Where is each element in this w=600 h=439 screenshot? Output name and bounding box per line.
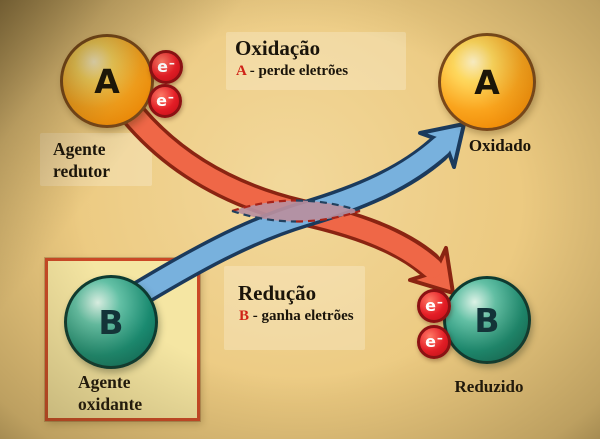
- electron-symbol: e: [157, 57, 168, 76]
- molecule-b-letter: B: [474, 300, 500, 340]
- lens-dash-top-left: [231, 199, 297, 213]
- electron-symbol: e: [425, 296, 436, 315]
- electron-charge: –: [436, 295, 443, 309]
- oxidizing-agent-line2: oxidante: [78, 394, 143, 415]
- reducing-agent-line2: redutor: [53, 161, 111, 182]
- molecule-a-letter: A: [474, 62, 500, 102]
- lens-dash-top-right: [295, 199, 361, 213]
- electron-charge: –: [436, 331, 443, 345]
- reduced-label: Reduzido: [454, 377, 524, 396]
- reduction-title: Redução: [238, 281, 317, 305]
- electron-symbol: e: [156, 91, 167, 110]
- reduction-subtitle: B - ganha eletrões: [239, 308, 354, 325]
- oxidizing-agent-line1: Agente: [78, 372, 131, 392]
- crossing-lens-fill: [232, 200, 360, 222]
- electron-icon: e–: [417, 289, 451, 323]
- molecule-a-reductor: A: [60, 34, 154, 128]
- reducing-agent-label: Agente redutor: [53, 138, 110, 183]
- lens-dash-bottom-left: [231, 209, 297, 223]
- electron-icon: e–: [148, 84, 182, 118]
- electron-icon: e–: [149, 50, 183, 84]
- oxidized-label: Oxidado: [468, 136, 532, 155]
- molecule-b-letter: B: [98, 302, 124, 342]
- electron-icon: e–: [417, 325, 451, 359]
- oxidation-label-background: [226, 32, 406, 90]
- molecule-a-letter: A: [94, 61, 120, 101]
- reduction-subtitle-text: - ganha eletrões: [249, 308, 354, 324]
- molecule-b-reduced: B: [443, 276, 531, 364]
- oxidation-subtitle: A - perde eletrões: [236, 63, 348, 80]
- reducing-agent-line1: Agente: [53, 139, 106, 159]
- lens-dash-bottom-right: [295, 209, 361, 223]
- electron-symbol: e: [425, 332, 436, 351]
- reduction-label-background: [224, 266, 365, 350]
- molecule-a-oxidized: A: [438, 33, 536, 131]
- oxidation-subtitle-species: A: [236, 63, 247, 79]
- molecule-b-oxidant: B: [64, 275, 158, 369]
- oxidizing-agent-label: Agente oxidante: [78, 371, 142, 416]
- crossing-lens: [231, 199, 361, 223]
- oxidation-title: Oxidação: [235, 36, 321, 60]
- oxidation-subtitle-text: - perde eletrões: [246, 63, 349, 79]
- reducing-agent-label-background: [40, 133, 152, 186]
- electron-charge: –: [167, 90, 174, 104]
- electron-charge: –: [168, 56, 175, 70]
- reduction-subtitle-species: B: [239, 308, 250, 324]
